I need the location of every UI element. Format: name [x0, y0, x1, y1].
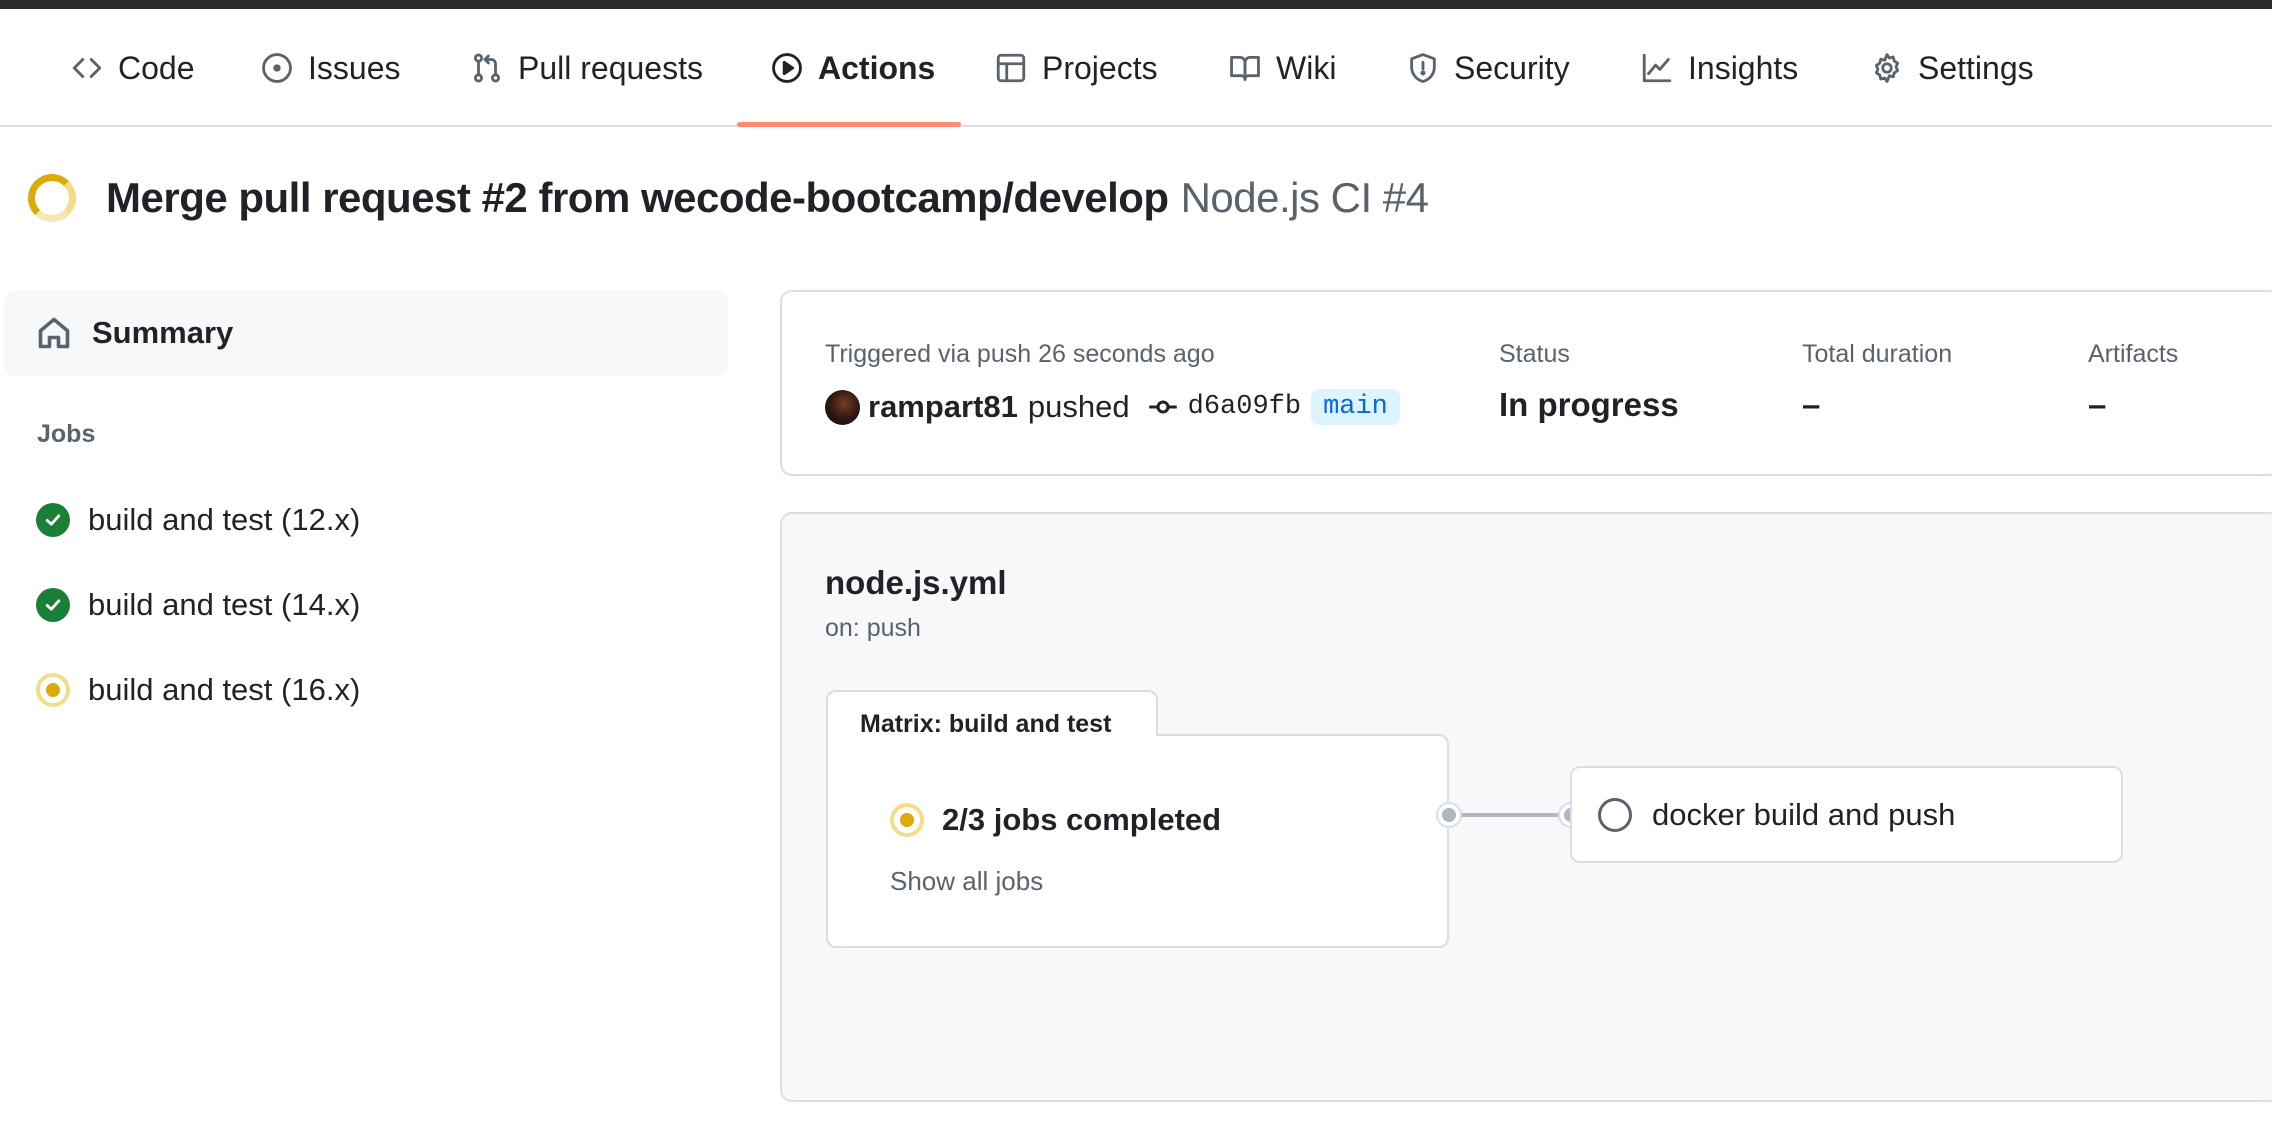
actor-link[interactable]: rampart81 — [868, 389, 1018, 424]
show-all-jobs-link[interactable]: Show all jobs — [890, 866, 1044, 896]
status-label: Status — [1499, 340, 1570, 368]
push-info: rampart81 pushed d6a09fb main — [825, 387, 1400, 427]
gear-icon — [1874, 53, 1900, 83]
sidebar-item-summary[interactable]: Summary — [4, 290, 728, 376]
summary-label: Summary — [92, 315, 234, 350]
workflow-file-name[interactable]: node.js.yml — [825, 564, 1007, 601]
duration-value: – — [1802, 386, 1821, 423]
tab-pull-requests-label: Pull requests — [518, 49, 703, 86]
tab-wiki-label: Wiki — [1276, 49, 1337, 86]
branch-label[interactable]: main — [1311, 389, 1400, 425]
run-title-row: Merge pull request #2 from wecode-bootca… — [28, 168, 1429, 228]
tab-projects-label: Projects — [1042, 49, 1158, 86]
artifacts-value: – — [2088, 386, 2107, 423]
matrix-status: 2/3 jobs completed — [890, 800, 1221, 840]
job-label: build and test (14.x) — [88, 587, 361, 622]
matrix-status-text: 2/3 jobs completed — [942, 802, 1222, 837]
check-circle-icon — [36, 588, 70, 622]
tab-projects[interactable]: Projects — [994, 9, 1158, 127]
tab-pull-requests[interactable]: Pull requests — [470, 9, 703, 127]
tab-actions-label: Actions — [818, 49, 936, 86]
run-summary-card: Triggered via push 26 seconds ago rampar… — [780, 290, 2272, 476]
tab-issues-label: Issues — [308, 49, 401, 86]
sidebar-job-item[interactable]: build and test (16.x) — [36, 670, 360, 710]
home-icon — [38, 317, 70, 349]
shield-icon — [1410, 53, 1436, 83]
run-title: Merge pull request #2 from wecode-bootca… — [106, 174, 1169, 221]
tab-code-label: Code — [118, 49, 195, 86]
repo-tab-nav: Code Issues Pull requests Actions Projec… — [0, 9, 2272, 127]
tab-insights[interactable]: Insights — [1640, 9, 1798, 127]
tab-wiki[interactable]: Wiki — [1228, 9, 1336, 127]
window-top-bar — [0, 0, 2272, 9]
code-icon — [72, 58, 102, 78]
tab-security[interactable]: Security — [1406, 9, 1570, 127]
active-tab-underline — [737, 122, 961, 127]
in-progress-icon — [36, 673, 70, 707]
issue-icon — [262, 53, 292, 83]
workflow-graph-card: node.js.yml on: push Matrix: build and t… — [780, 512, 2272, 1102]
pull-request-icon — [473, 53, 501, 83]
workflow-trigger: on: push — [825, 614, 921, 642]
docker-job-node[interactable]: docker build and push — [1570, 766, 2123, 863]
sidebar-job-item[interactable]: build and test (14.x) — [36, 585, 360, 625]
in-progress-icon — [28, 174, 76, 222]
tab-settings-label: Settings — [1918, 49, 2034, 86]
tab-security-label: Security — [1454, 49, 1570, 86]
matrix-title: Matrix: build and test — [826, 690, 1158, 742]
connector-dot — [1438, 804, 1460, 826]
commit-icon — [1148, 392, 1178, 422]
action-text: pushed — [1027, 389, 1130, 424]
avatar[interactable] — [825, 389, 860, 425]
status-value: In progress — [1499, 386, 1679, 423]
jobs-heading: Jobs — [37, 420, 96, 448]
docker-job-label: docker build and push — [1652, 796, 1956, 832]
check-circle-icon — [36, 503, 70, 537]
play-icon — [772, 53, 802, 83]
in-progress-icon — [890, 803, 924, 837]
job-connector-line — [1449, 813, 1571, 817]
table-icon — [996, 53, 1026, 83]
job-label: build and test (12.x) — [88, 502, 361, 537]
job-label: build and test (16.x) — [88, 672, 361, 707]
matrix-job-group[interactable]: 2/3 jobs completed Show all jobs — [826, 734, 1449, 948]
commit-sha-link[interactable]: d6a09fb — [1187, 392, 1302, 422]
pending-circle-icon — [1598, 797, 1632, 832]
artifacts-label: Artifacts — [2088, 340, 2179, 368]
matrix-tab-join — [828, 734, 1156, 742]
tab-insights-label: Insights — [1688, 49, 1799, 86]
duration-label: Total duration — [1802, 340, 1953, 368]
tab-settings[interactable]: Settings — [1870, 9, 2034, 127]
tab-issues[interactable]: Issues — [260, 9, 400, 127]
tab-code[interactable]: Code — [70, 9, 195, 127]
workflow-run-name[interactable]: Node.js CI #4 — [1180, 174, 1429, 221]
graph-icon — [1642, 53, 1672, 83]
tab-actions[interactable]: Actions — [770, 9, 935, 127]
book-icon — [1230, 55, 1260, 81]
sidebar-job-item[interactable]: build and test (12.x) — [36, 500, 360, 540]
trigger-text: Triggered via push 26 seconds ago — [825, 340, 1215, 368]
